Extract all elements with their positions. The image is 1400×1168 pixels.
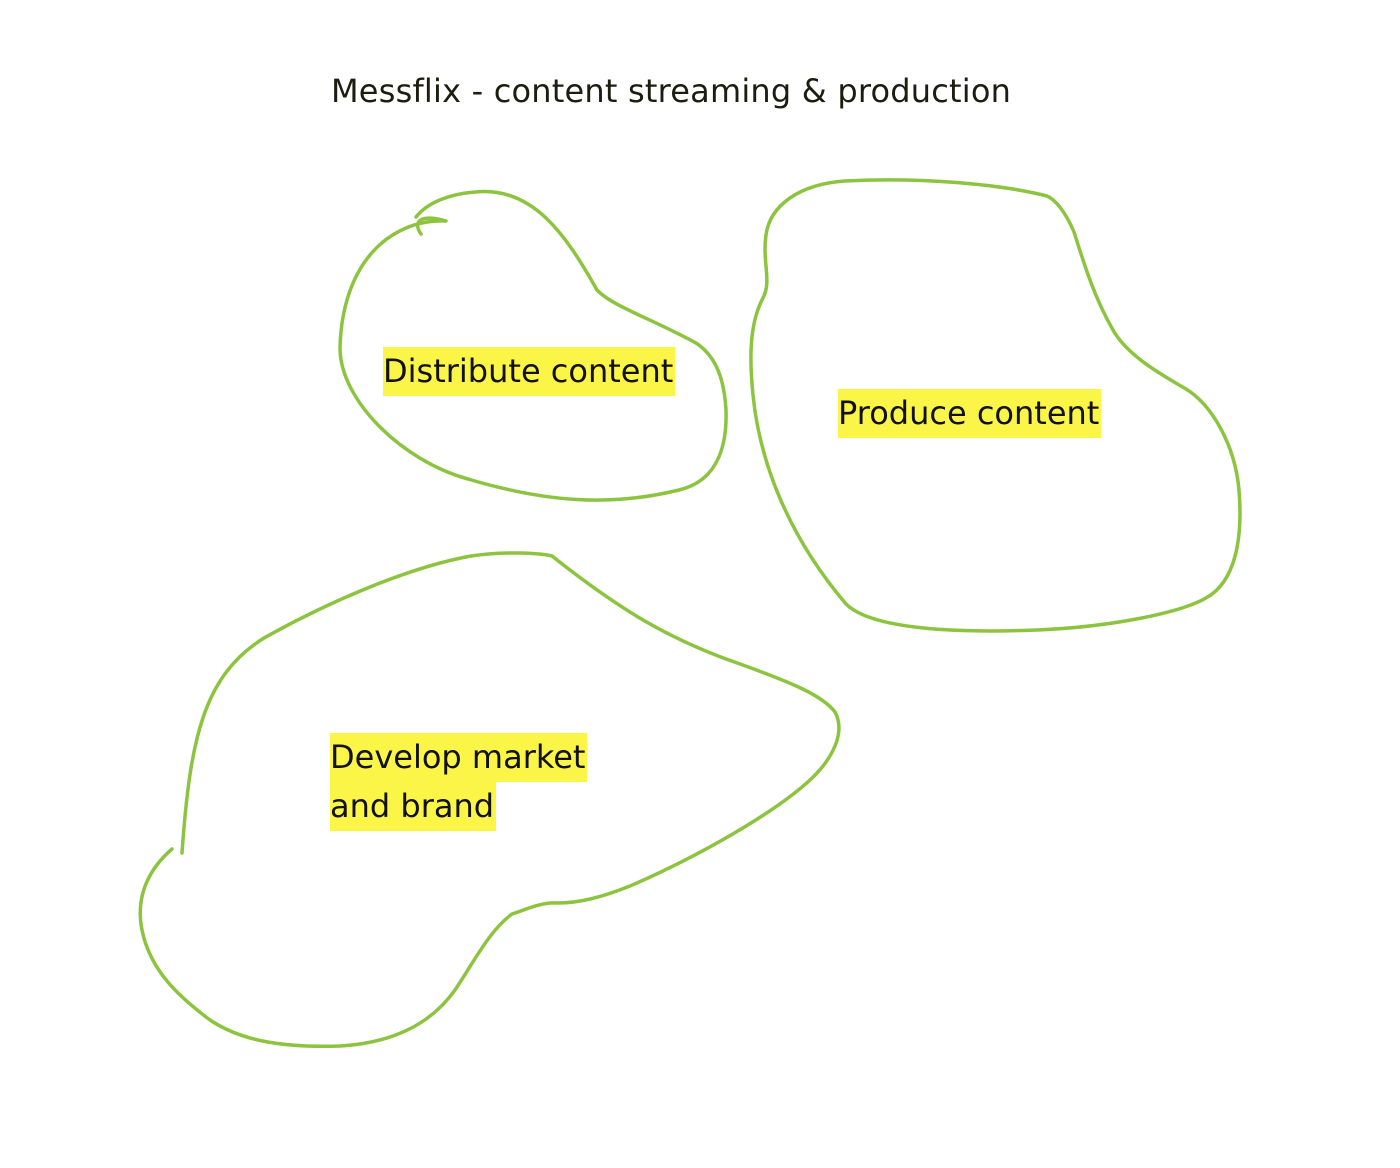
produce-area-outline [749, 178, 1242, 633]
distribute-area-outline [338, 189, 728, 502]
produce-content-label: Produce content [838, 389, 1102, 438]
distribute-content-label: Distribute content [383, 347, 676, 396]
distribute-content-text: Distribute content [383, 347, 676, 396]
develop-market-text-line-2: and brand [330, 782, 497, 831]
develop-area-outline [138, 551, 841, 1049]
develop-market-label: Develop market and brand [330, 733, 588, 831]
produce-content-text: Produce content [838, 389, 1102, 438]
develop-market-text-line-1: Develop market [330, 733, 588, 782]
diagram-title: Messflix - content streaming & productio… [331, 72, 1012, 110]
